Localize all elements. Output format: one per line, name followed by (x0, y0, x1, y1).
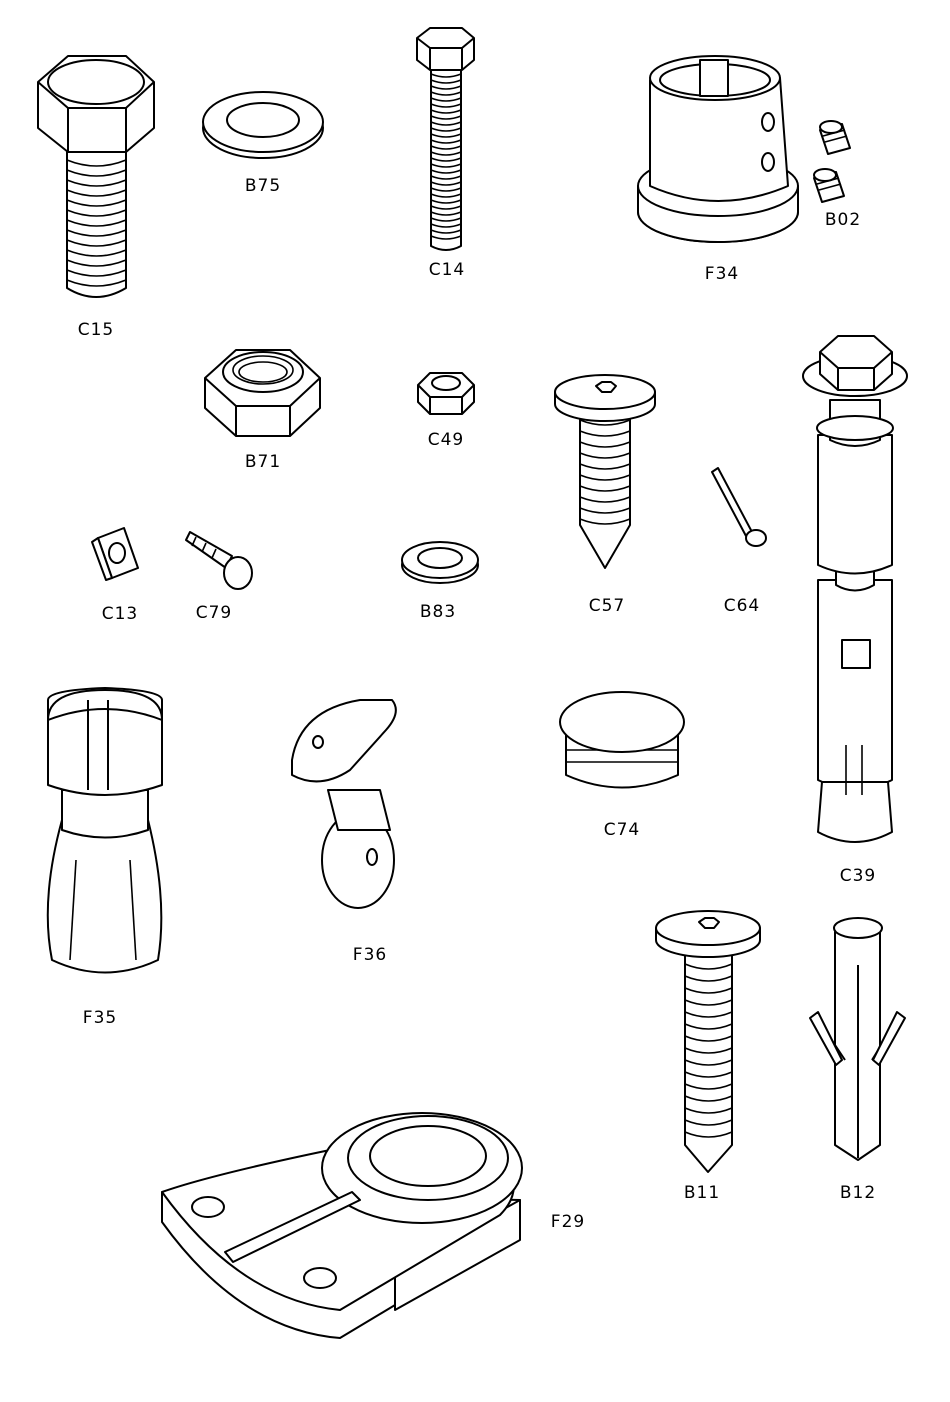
part-c74-end-cap (560, 692, 684, 788)
part-f29-base-plate (162, 1113, 522, 1338)
label-c13: C13 (102, 604, 139, 624)
label-f35: F35 (83, 1008, 117, 1028)
part-b83-small-washer (402, 542, 478, 583)
part-c39-anchor-bolt (803, 336, 907, 842)
part-b71-hex-nut (205, 350, 320, 436)
label-c39: C39 (840, 866, 877, 886)
part-c14-long-bolt (417, 28, 474, 250)
part-b02-grub-screws (814, 121, 850, 202)
part-b75-washer (203, 92, 323, 158)
label-f36: F36 (353, 945, 387, 965)
label-b71: B71 (245, 452, 281, 472)
label-c79: C79 (196, 603, 233, 623)
label-b02: B02 (825, 210, 861, 230)
part-c49-small-nut (418, 373, 474, 414)
label-b83: B83 (420, 602, 456, 622)
part-f36-bracket (292, 700, 396, 908)
part-f35-plug (48, 688, 162, 973)
label-b11: B11 (684, 1183, 720, 1203)
part-c64-pin (712, 468, 766, 546)
part-c15-hex-bolt (38, 56, 154, 297)
label-b75: B75 (245, 176, 281, 196)
part-c13-square-nut (92, 528, 138, 580)
label-c74: C74 (604, 820, 641, 840)
label-c14: C14 (429, 260, 466, 280)
label-b12: B12 (840, 1183, 876, 1203)
part-b11-wood-screw (656, 911, 760, 1172)
label-c15: C15 (78, 320, 115, 340)
part-c79-small-bolt (186, 532, 252, 589)
part-c57-wood-screw (555, 375, 655, 568)
label-c49: C49 (428, 430, 465, 450)
label-c64: C64 (724, 596, 761, 616)
part-f34-sleeve (638, 56, 798, 242)
part-b12-wall-plug (810, 918, 905, 1160)
label-f34: F34 (705, 264, 739, 284)
label-f29: F29 (551, 1212, 585, 1232)
label-c57: C57 (589, 596, 626, 616)
